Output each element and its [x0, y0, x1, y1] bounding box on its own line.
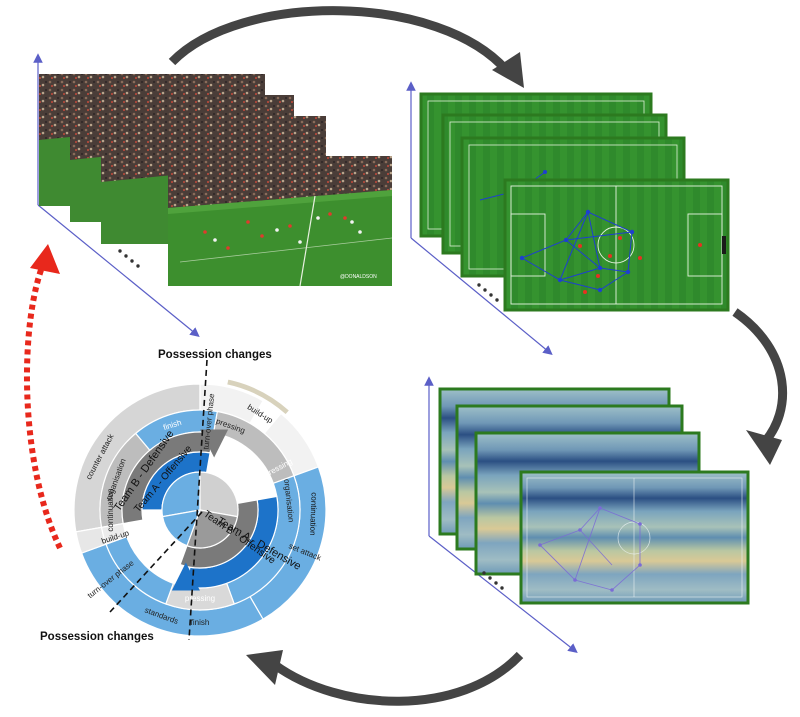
- arrow-heatmap-to-wheel: [272, 651, 524, 706]
- heatmap-frames-stack: [424, 376, 750, 653]
- video-watermark: @DONALDSON: [340, 274, 377, 280]
- possession-changes-label-top: Possession changes: [158, 349, 272, 361]
- time-axis-diagonal: [410, 237, 553, 356]
- arrow-video-to-tracking: [168, 6, 512, 75]
- feedback-arrow: [23, 260, 63, 550]
- pitch-frame-front: [503, 178, 730, 312]
- pressing-bottom-label: pressing: [185, 594, 215, 603]
- wheel-center-segment: [161, 509, 201, 547]
- heatmap-frame-front: [519, 470, 750, 605]
- continuation-left-label: continuation: [106, 488, 115, 531]
- possession-change-markers: Possession changes Possession changes: [40, 349, 272, 643]
- arrow-tracking-to-heatmap: [732, 308, 788, 449]
- possession-line-diagonal: [109, 511, 203, 613]
- possession-changes-label-bottom: Possession changes: [40, 631, 154, 643]
- video-frame-front: @DONALDSON: [168, 156, 393, 287]
- video-frames-stack: @DONALDSON: [33, 53, 393, 338]
- tracking-frames-stack: [406, 81, 730, 356]
- more-frames-dots: [482, 571, 504, 590]
- possession-line-vertical: [188, 359, 208, 641]
- time-axis-diagonal: [37, 204, 200, 338]
- more-frames-dots: [477, 283, 499, 302]
- time-axis-diagonal: [428, 535, 578, 653]
- finish-bottom-label: finish: [191, 618, 210, 627]
- continuation-right-label: continuation: [308, 492, 319, 535]
- wheel-outer-segment: [225, 378, 291, 416]
- more-frames-dots: [118, 249, 140, 268]
- cycle-arrows: [23, 6, 788, 706]
- wheel-arrowhead: [200, 429, 229, 458]
